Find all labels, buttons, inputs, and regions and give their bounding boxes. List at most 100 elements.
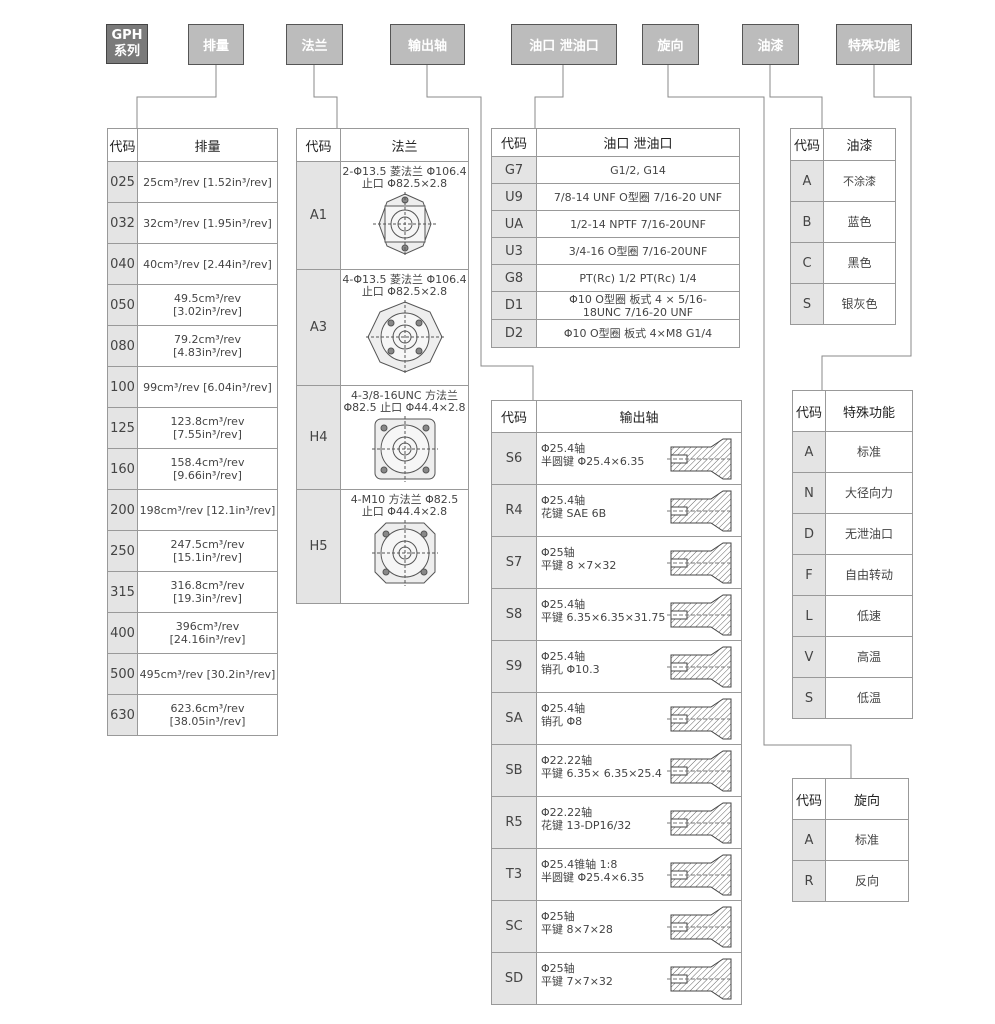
flange-pilot: 止口 Φ82.5×2.8 [361,177,448,190]
header-special: 特殊功能 [836,24,912,65]
code-cell: A [792,431,826,473]
code-cell: D1 [491,291,537,320]
shaft-diameter: Φ25轴 [541,910,575,923]
shaft-key: 平键 6.35× 6.35×25.4 [541,767,662,780]
code-cell: SD [491,952,537,1005]
code-cell: B [790,201,824,243]
value-cell: 79.2cm³/rev [4.83in³/rev] [137,325,278,367]
value-cell: 158.4cm³/rev [9.66in³/rev] [137,448,278,490]
code-cell: U3 [491,237,537,265]
table-row: S9 Φ25.4轴销孔 Φ10.3 [491,640,742,693]
shaft-drawing-icon [667,854,733,896]
value-cell: 198cm³/rev [12.1in³/rev] [137,489,278,531]
shaft-key: 平键 7×7×32 [541,975,613,988]
shaft-key: 半圆键 Φ25.4×6.35 [541,455,645,468]
diamond-flange-4-hole-icon [365,300,444,374]
flange-spec: 2-Φ13.5 菱法兰 Φ106.4 [342,165,467,178]
code-cell: V [792,636,826,678]
value-cell: 247.5cm³/rev [15.1in³/rev] [137,530,278,572]
col-code: 代码 [491,128,537,157]
code-cell: S [790,283,824,325]
value-cell: 低温 [825,677,913,719]
shaft-diameter: Φ22.22轴 [541,754,593,767]
value-cell: 49.5cm³/rev [3.02in³/rev] [137,284,278,326]
col-code: 代码 [491,400,537,433]
code-cell: SC [491,900,537,953]
col-shaft: 输出轴 [536,400,742,433]
value-cell: 495cm³/rev [30.2in³/rev] [137,653,278,695]
header-rotation: 旋向 [642,24,699,65]
shaft-key: 销孔 Φ10.3 [541,663,600,676]
code-cell: H4 [296,385,341,490]
value-cell: G1/2, G14 [536,156,740,184]
shaft-diameter: Φ25.4轴 [541,494,586,507]
value-cell: 316.8cm³/rev [19.3in³/rev] [137,571,278,613]
value-cell: 银灰色 [823,283,896,325]
shaft-drawing-icon [667,750,733,792]
shaft-drawing-icon [667,802,733,844]
col-code: 代码 [790,128,824,161]
flange-spec: 4-M10 方法兰 Φ82.5 [350,493,459,506]
code-cell: S6 [491,432,537,485]
code-cell: 160 [107,448,138,490]
shaft-key: 平键 8×7×28 [541,923,613,936]
code-cell: T3 [491,848,537,901]
shaft-cell: Φ25轴平键 7×7×32 [536,952,742,1005]
code-cell: 032 [107,202,138,244]
connector-ports [534,65,564,128]
shaft-diameter: Φ25轴 [541,546,575,559]
shaft-diameter: Φ25.4轴 [541,650,586,663]
col-displacement: 排量 [137,128,278,162]
shaft-key: 平键 6.35×6.35×31.75 [541,611,666,624]
value-cell: 大径向力 [825,472,913,514]
shaft-drawing-icon [667,438,733,480]
connector-paint [769,65,823,128]
value-cell: 无泄油口 [825,513,913,555]
code-cell: S9 [491,640,537,693]
value-cell: 黑色 [823,242,896,284]
code-cell: UA [491,210,537,238]
col-flange: 法兰 [340,128,469,162]
value-cell: 3/4-16 O型圈 7/16-20UNF [536,237,740,265]
shaft-cell: Φ25.4轴销孔 Φ8 [536,692,742,745]
shaft-drawing-icon [667,698,733,740]
shaft-drawing-icon [667,906,733,948]
value-cell: 99cm³/rev [6.04in³/rev] [137,366,278,408]
code-cell: 040 [107,243,138,285]
shaft-diameter: Φ22.22轴 [541,806,593,819]
value-cell: 蓝色 [823,201,896,243]
flange-spec: 4-3/8-16UNC 方法兰 [350,389,459,402]
code-cell: U9 [491,183,537,211]
code-cell: D2 [491,319,537,348]
shaft-drawing-icon [667,958,733,1000]
code-cell: 050 [107,284,138,326]
